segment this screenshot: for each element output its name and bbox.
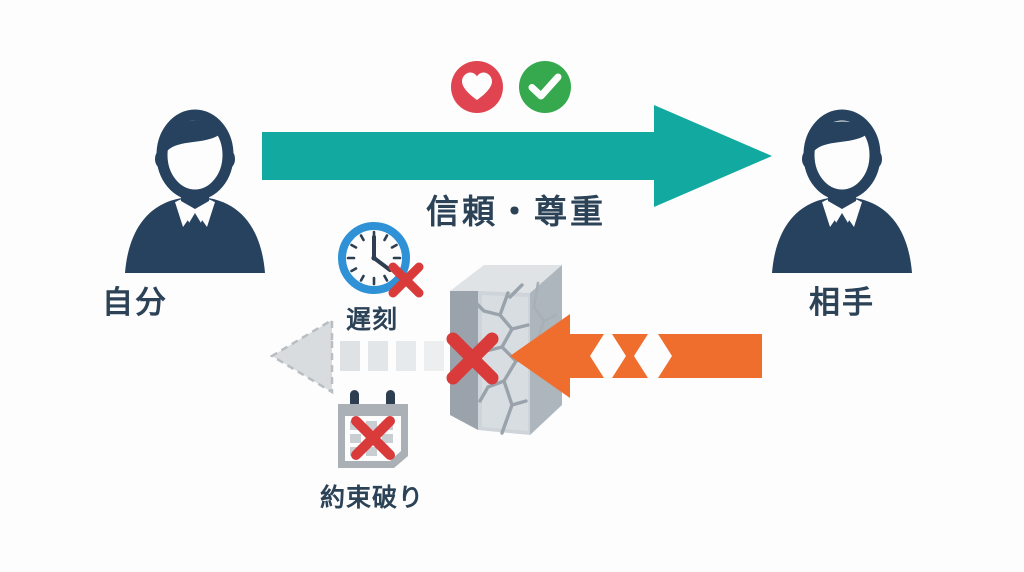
trust-respect-label: 信頼・尊重 — [426, 193, 606, 230]
person-avatar-icon — [125, 109, 265, 273]
actor-right-label: 相手 — [809, 285, 875, 320]
actor-right — [762, 105, 922, 285]
cause-calendar-label: 約束破り — [319, 484, 424, 512]
heart-badge — [450, 60, 504, 119]
cause-clock — [338, 222, 426, 307]
cause-clock-label: 遅刻 — [345, 306, 398, 334]
heart-icon — [451, 61, 503, 113]
cracked-wall — [438, 255, 568, 440]
check-badge — [518, 60, 572, 119]
clock-icon — [338, 222, 424, 298]
calendar-icon — [338, 390, 408, 468]
check-icon — [519, 61, 571, 113]
blocked-arrow — [268, 317, 468, 399]
actor-left — [115, 105, 275, 285]
betrayal-arrow — [508, 312, 768, 405]
actor-left-label: 自分 — [102, 285, 168, 320]
cause-calendar — [332, 388, 414, 479]
cracked-wall-icon — [446, 265, 562, 435]
arrow-right-icon — [262, 105, 772, 207]
trust-arrow — [262, 100, 774, 217]
arrow-left-broken-icon — [510, 314, 762, 398]
arrow-left-dashed-icon — [269, 317, 444, 395]
person-avatar-icon — [772, 109, 912, 273]
